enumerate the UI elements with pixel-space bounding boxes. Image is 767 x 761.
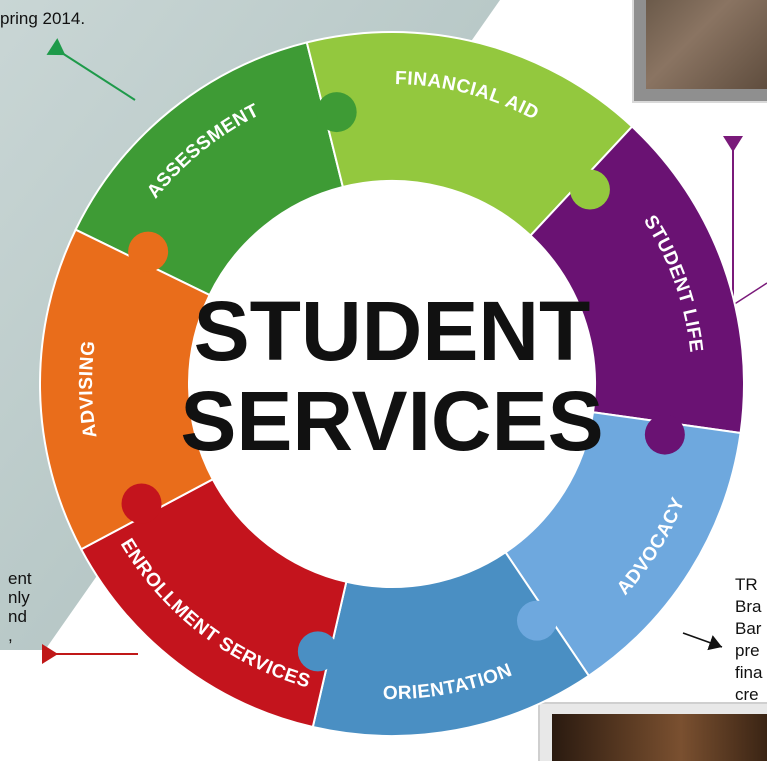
puzzle-tab-assessment [316, 92, 357, 133]
fragment-right-1: TR [735, 575, 758, 594]
fragment-right-5: fina [735, 663, 763, 682]
puzzle-tab-student-life [644, 414, 685, 455]
fragment-left-1: ent [8, 569, 32, 588]
puzzle-tab-orientation [297, 631, 338, 672]
puzzle-tab-financial-aid [569, 169, 610, 210]
puzzle-tab-enrollment-services [121, 483, 162, 524]
fragment-right-6: cre [735, 685, 759, 704]
fragment-left-2: nly [8, 588, 30, 607]
photo-bottom-right [538, 702, 767, 761]
puzzle-tab-advocacy [516, 600, 557, 641]
fragment-left-4: , [8, 626, 13, 645]
wheel-center [189, 181, 595, 587]
arrow-green [46, 38, 136, 101]
fragment-left-3: nd [8, 607, 27, 626]
fragment-right-3: Bar [735, 619, 762, 638]
fragment-top-left: pring 2014. [0, 9, 86, 28]
arrow-black [682, 632, 723, 651]
fragment-right-2: Bra [735, 597, 762, 616]
puzzle-tab-advising [128, 231, 169, 272]
center-title-line1: STUDENT [194, 284, 591, 378]
center-title-line2: SERVICES [180, 374, 603, 468]
arrow-purple-diagonal [732, 282, 767, 306]
photo-top-right [632, 0, 767, 103]
fragment-right-4: pre [735, 641, 760, 660]
